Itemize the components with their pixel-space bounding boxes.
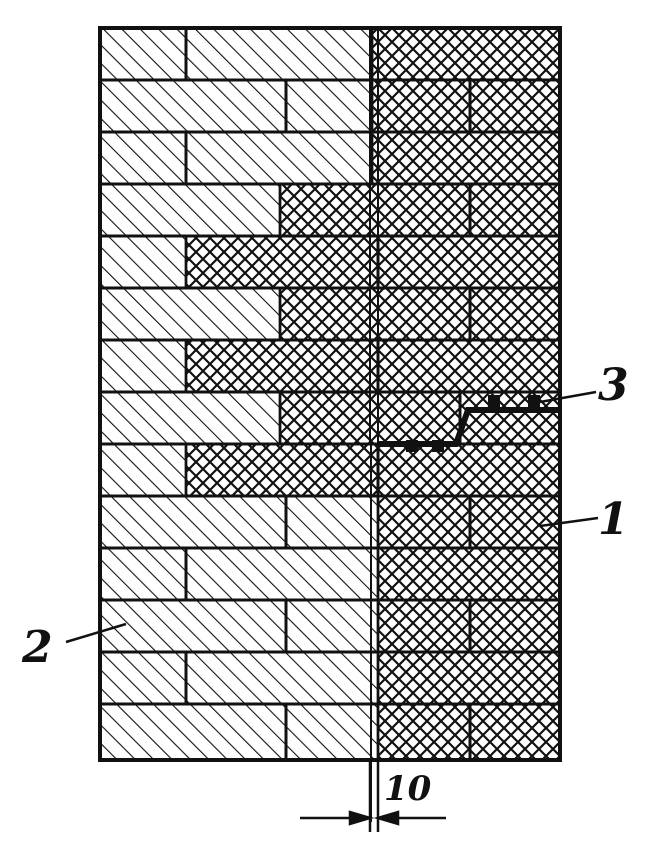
leader-1 — [539, 516, 599, 528]
crosshatched-brick-zone — [370, 78, 562, 134]
hatched-brick-zone — [98, 598, 380, 654]
hatched-brick-zone — [98, 338, 188, 394]
leader-3 — [539, 390, 597, 404]
hatched-brick-zone — [98, 78, 374, 134]
crosshatched-brick-zone — [278, 286, 562, 342]
crosshatched-brick-zone — [278, 390, 562, 446]
seal-strip — [378, 395, 558, 452]
callout-1: 1 — [598, 494, 629, 545]
crosshatched-brick-zone — [370, 130, 562, 186]
hatched-brick-zone — [98, 130, 374, 186]
hatched-brick-zone — [98, 442, 188, 498]
hatched-brick-zone — [98, 702, 380, 762]
hatched-brick-zone — [98, 234, 188, 290]
crosshatched-brick-zone — [376, 650, 562, 706]
hatched-brick-zone — [98, 650, 380, 706]
hatched-brick-zone — [98, 182, 282, 238]
crosshatched-brick-zone — [278, 182, 562, 238]
wall-outline — [98, 26, 562, 762]
hatched-brick-zone — [98, 286, 282, 342]
dimension-label: 10 — [384, 769, 432, 809]
callout-2: 2 — [21, 622, 53, 673]
crosshatched-brick-zone — [370, 26, 562, 82]
hatched-brick-zone — [98, 494, 380, 550]
brick-rows — [98, 26, 562, 762]
crosshatched-brick-zone — [376, 546, 562, 602]
callout-3: 3 — [598, 360, 629, 411]
hatched-brick-zone — [98, 390, 282, 446]
leader-lines — [65, 390, 599, 644]
crosshatched-brick-zone — [184, 442, 562, 498]
hatched-brick-zone — [98, 546, 380, 602]
gap-dimension — [300, 760, 446, 832]
hatched-brick-zone — [98, 26, 374, 82]
crosshatched-brick-zone — [184, 338, 562, 394]
crosshatched-brick-zone — [184, 234, 562, 290]
leader-2 — [65, 622, 127, 644]
